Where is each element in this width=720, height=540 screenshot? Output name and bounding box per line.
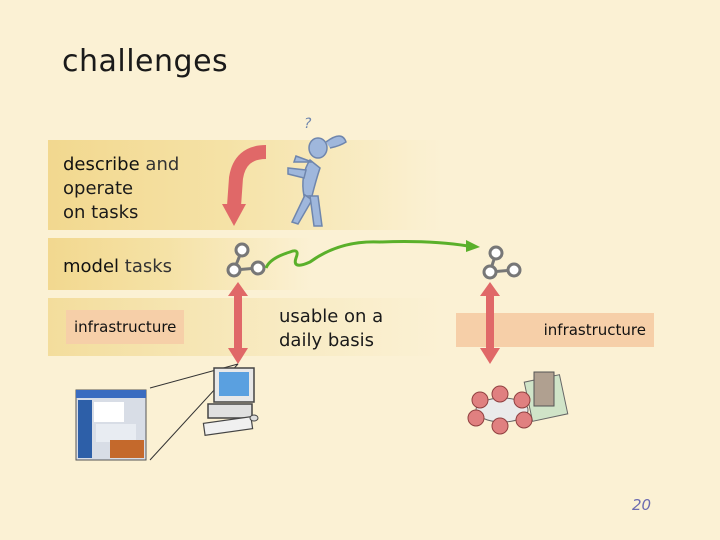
computer-icon: [202, 367, 259, 436]
usable-line2: daily basis: [279, 330, 375, 351]
thinking-person-icon: [287, 135, 347, 227]
operate-word: operate: [63, 178, 134, 199]
describe-word: describe: [63, 154, 140, 175]
model-tasks-text: model tasks: [63, 255, 172, 279]
usable-line1: usable on a: [279, 306, 384, 327]
meeting-icon: [467, 371, 569, 435]
on-tasks-word: on tasks: [63, 202, 139, 223]
green-wavy-arrow-icon: [264, 240, 480, 269]
page-number: 20: [632, 496, 652, 514]
infrastructure-left-box: infrastructure: [66, 310, 185, 344]
slide-title: challenges: [62, 44, 229, 79]
connector-nodes-left-icon: [226, 242, 266, 278]
tasks-word: tasks: [119, 256, 173, 277]
describe-operate-text: describe and operate on tasks: [63, 153, 179, 225]
and-word: and: [139, 154, 180, 175]
curved-down-arrow-icon: [222, 145, 267, 226]
desktop-screenshot-thumbnail: [75, 389, 147, 461]
question-mark: ?: [304, 116, 312, 132]
usable-daily-text: usable on a daily basis: [279, 305, 383, 353]
double-arrow-right-icon: [480, 282, 500, 364]
connector-nodes-right-icon: [482, 245, 522, 280]
double-arrow-left-icon: [228, 282, 248, 364]
model-word: model: [63, 256, 120, 277]
